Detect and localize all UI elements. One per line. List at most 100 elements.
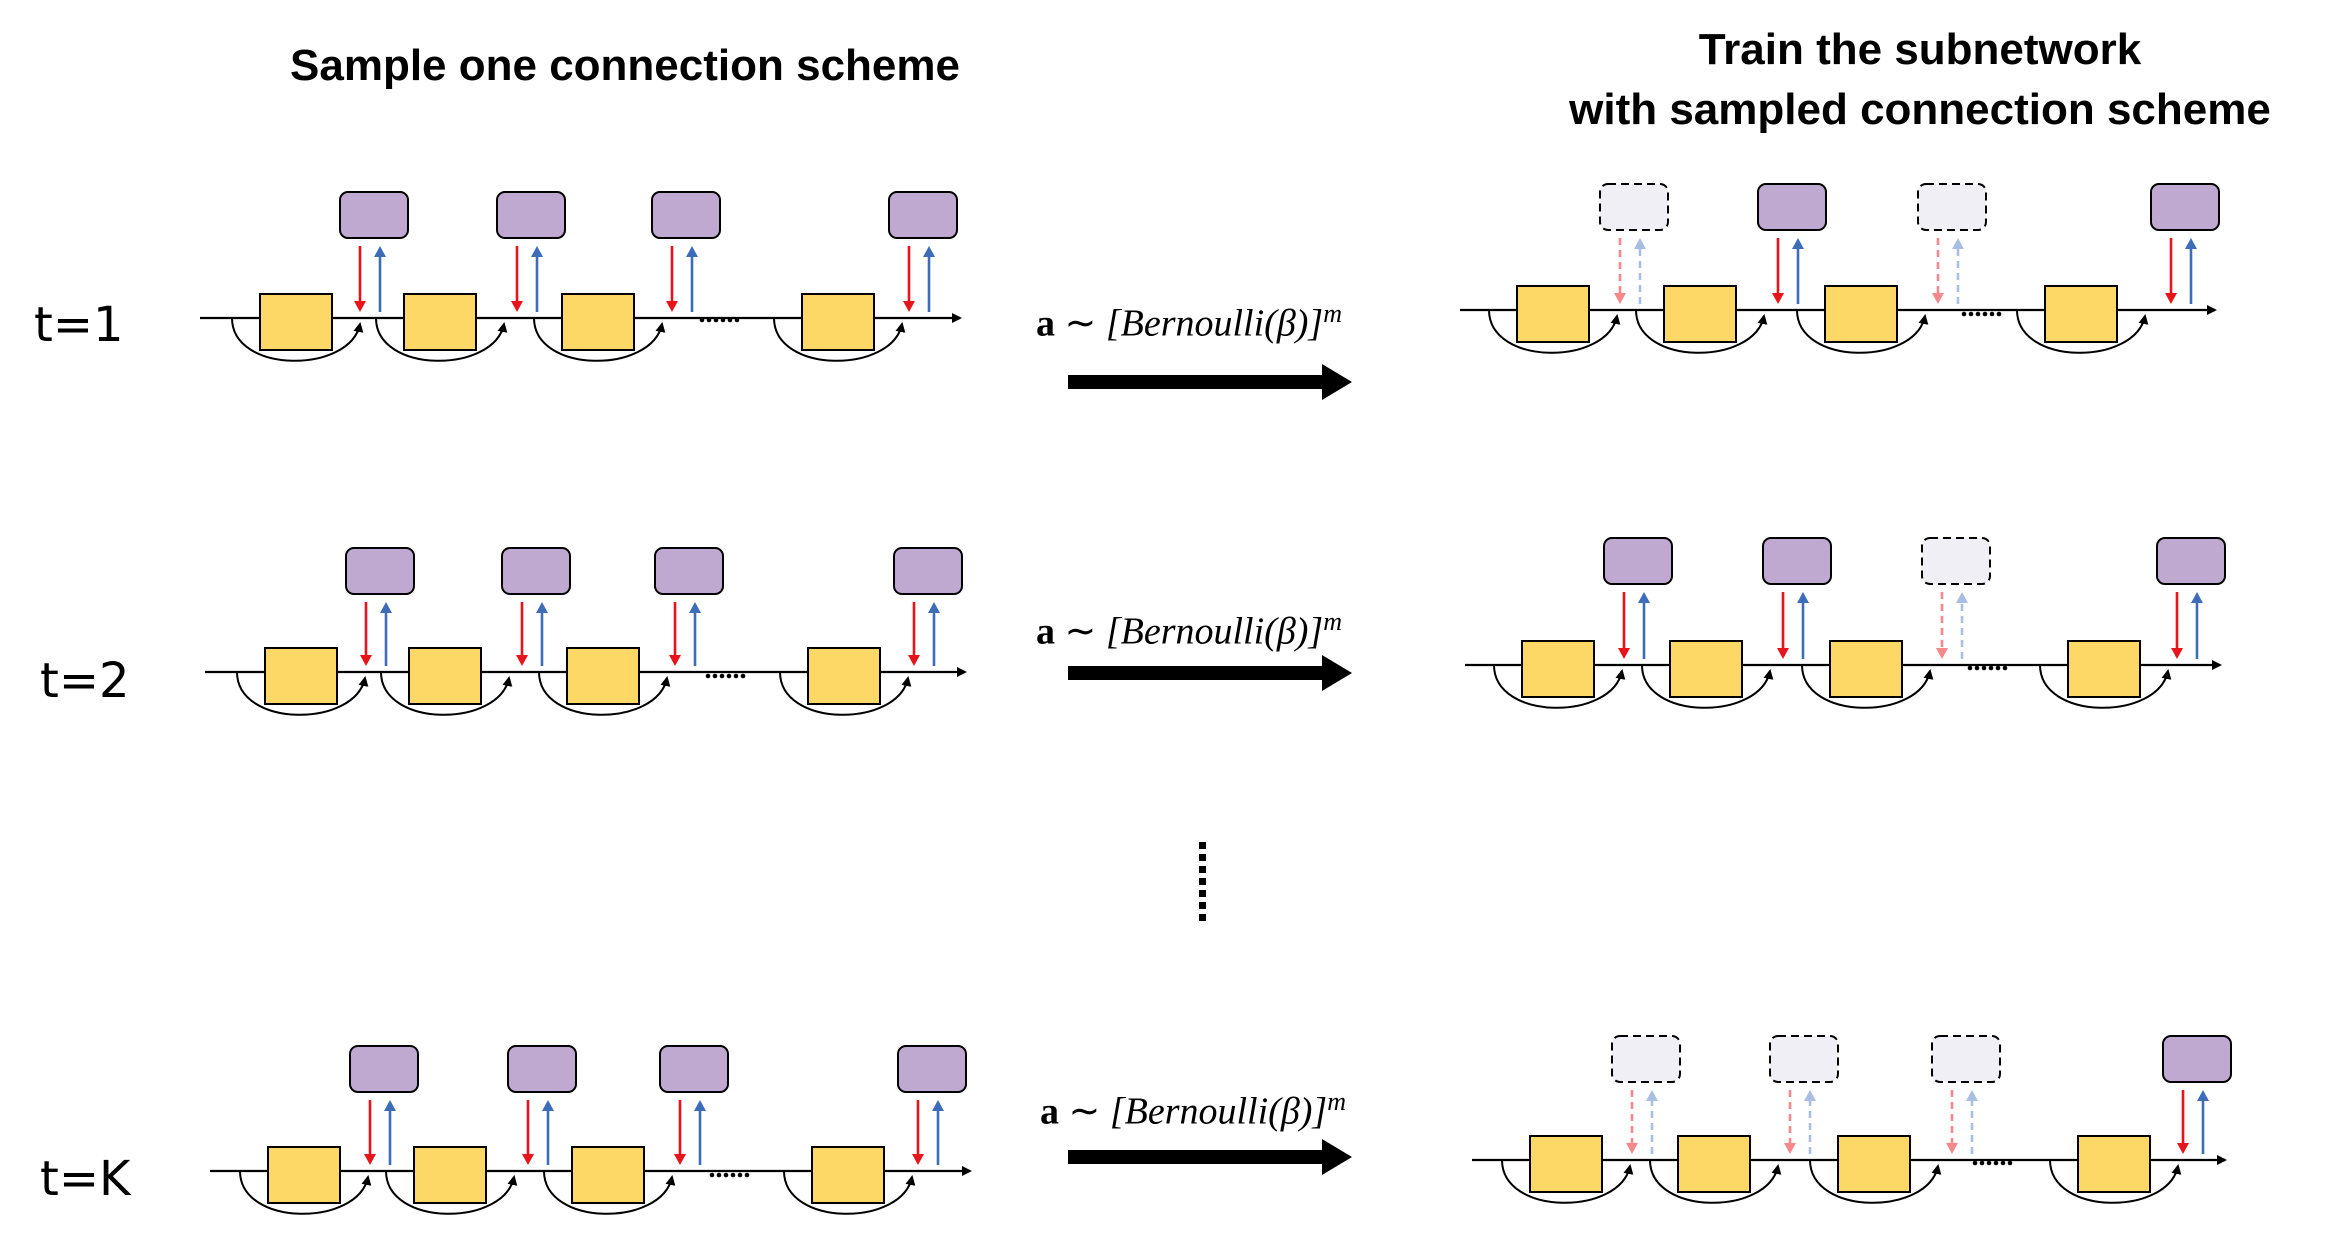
right-up-arrow-2-4-head (2191, 592, 2203, 603)
left-ellipsis-dot-2-6 (740, 673, 746, 679)
right-adapter-module-2-3 (1921, 537, 1991, 585)
left-layer-block-1-3 (561, 293, 635, 351)
right-up-arrow-2-1-head (1638, 592, 1650, 603)
left-ellipsis-dot-3-6 (744, 1172, 750, 1178)
left-adapter-module-2-1 (345, 547, 415, 595)
right-ellipsis-dot-3-5 (2000, 1160, 2006, 1166)
left-up-arrow-1-4-head (923, 246, 935, 257)
left-ellipsis-1 (699, 317, 740, 323)
left-ellipsis-dot-3-2 (716, 1172, 722, 1178)
left-ellipsis-dot-2-1 (705, 673, 711, 679)
left-up-arrow-3-3-head (694, 1100, 706, 1111)
right-down-arrow-1-1-head (1614, 293, 1626, 304)
left-up-arrow-2-1-head (380, 602, 392, 613)
left-ellipsis-dot-3-5 (737, 1172, 743, 1178)
left-skip-connection-1-4 (773, 317, 906, 362)
right-down-arrow-2-3-head (1936, 648, 1948, 659)
left-skip-connection-2-4 (779, 671, 912, 716)
right-skip-connection-1-4 (2016, 309, 2149, 354)
left-layer-block-2-3 (566, 647, 640, 705)
left-network-row-1 (200, 191, 962, 362)
right-ellipsis-dot-3-3 (1986, 1160, 1992, 1166)
left-adapter-module-2-2 (501, 547, 571, 595)
left-up-arrow-1-3-head (686, 246, 698, 257)
row-label-3: t=K (40, 1151, 131, 1207)
left-ellipsis-3 (709, 1172, 750, 1178)
left-skip-connection-1-2 (375, 317, 508, 362)
right-layer-block-3-2 (1677, 1135, 1751, 1193)
left-down-arrow-2-4-head (908, 655, 920, 666)
left-adapter-module-1-2 (496, 191, 566, 239)
right-network-row-2 (1465, 537, 2226, 709)
left-down-arrow-3-3-head (674, 1154, 686, 1165)
left-layer-block-2-1 (264, 647, 338, 705)
right-up-arrow-1-3-head (1952, 238, 1964, 249)
right-ellipsis-dot-1-4 (1982, 311, 1988, 317)
right-adapter-module-3-1 (1611, 1035, 1681, 1083)
right-heading-line2: with sampled connection scheme (1569, 85, 2271, 134)
sampling-formula-3: a ∼ [Bernoulli(β)]m (1040, 1087, 1346, 1133)
right-ellipsis-dot-3-1 (1972, 1160, 1978, 1166)
right-skip-connection-1-2 (1635, 309, 1768, 354)
right-down-arrow-1-2-head (1772, 293, 1784, 304)
left-ellipsis-dot-2-3 (719, 673, 725, 679)
sampling-formula-1: a ∼ [Bernoulli(β)]m (1036, 299, 1342, 345)
left-up-arrow-3-1-head (384, 1100, 396, 1111)
right-skip-connection-1-1 (1488, 309, 1621, 354)
left-layer-block-1-2 (403, 293, 477, 351)
right-adapter-module-1-4 (2150, 183, 2220, 231)
left-adapter-module-3-4 (897, 1045, 967, 1093)
right-layer-block-2-1 (1521, 640, 1595, 698)
left-ellipsis-dot-2-5 (733, 673, 739, 679)
left-layer-block-1-1 (259, 293, 333, 351)
left-down-arrow-2-3-head (669, 655, 681, 666)
right-adapter-module-2-2 (1762, 537, 1832, 585)
right-ellipsis-dot-2-1 (1967, 665, 1973, 671)
left-ellipsis-dot-1-2 (706, 317, 712, 323)
vertical-ellipsis-dot-3 (1199, 866, 1206, 873)
left-adapter-module-1-1 (339, 191, 409, 239)
vertical-ellipsis-dot-1 (1199, 842, 1206, 849)
right-ellipsis-dot-1-6 (1996, 311, 2002, 317)
left-adapter-module-1-3 (651, 191, 721, 239)
left-skip-connection-2-2 (380, 671, 513, 716)
left-up-arrow-3-4-head (932, 1100, 944, 1111)
right-ellipsis-dot-1-2 (1968, 311, 1974, 317)
right-skip-connection-2-4 (2039, 664, 2172, 709)
left-up-arrow-2-3-head (689, 602, 701, 613)
right-down-arrow-3-3-head (1946, 1143, 1958, 1154)
left-adapter-module-3-1 (349, 1045, 419, 1093)
right-ellipsis-dot-3-6 (2007, 1160, 2013, 1166)
right-up-arrow-3-1-head (1646, 1090, 1658, 1101)
left-down-arrow-3-1-head (364, 1154, 376, 1165)
right-layer-block-2-3 (1829, 640, 1903, 698)
right-network-row-3 (1472, 1035, 2232, 1204)
left-ellipsis-dot-2-4 (726, 673, 732, 679)
left-up-arrow-2-4-head (928, 602, 940, 613)
left-layer-block-2-2 (408, 647, 482, 705)
right-skip-connection-3-4 (2049, 1159, 2182, 1204)
right-ellipsis-dot-3-4 (1993, 1160, 1999, 1166)
left-layer-block-1-4 (801, 293, 875, 351)
left-adapter-module-3-3 (659, 1045, 729, 1093)
right-layer-block-1-3 (1824, 285, 1898, 343)
left-down-arrow-3-2-head (522, 1154, 534, 1165)
left-network-row-2 (205, 547, 967, 716)
left-ellipsis-dot-3-3 (723, 1172, 729, 1178)
right-up-arrow-1-1-head (1634, 238, 1646, 249)
left-adapter-module-2-4 (893, 547, 963, 595)
right-adapter-module-3-2 (1769, 1035, 1839, 1083)
left-heading: Sample one connection scheme (290, 41, 960, 90)
right-up-arrow-3-2-head (1804, 1090, 1816, 1101)
vertical-ellipsis-dot-6 (1199, 902, 1206, 909)
left-ellipsis-dot-1-1 (699, 317, 705, 323)
right-down-arrow-1-4-head (2165, 293, 2177, 304)
right-adapter-module-1-3 (1917, 183, 1987, 231)
right-layer-block-2-2 (1669, 640, 1743, 698)
right-ellipsis-3 (1972, 1160, 2013, 1166)
right-adapter-module-3-4 (2162, 1035, 2232, 1083)
left-up-arrow-2-2-head (536, 602, 548, 613)
left-down-arrow-1-2-head (511, 301, 523, 312)
